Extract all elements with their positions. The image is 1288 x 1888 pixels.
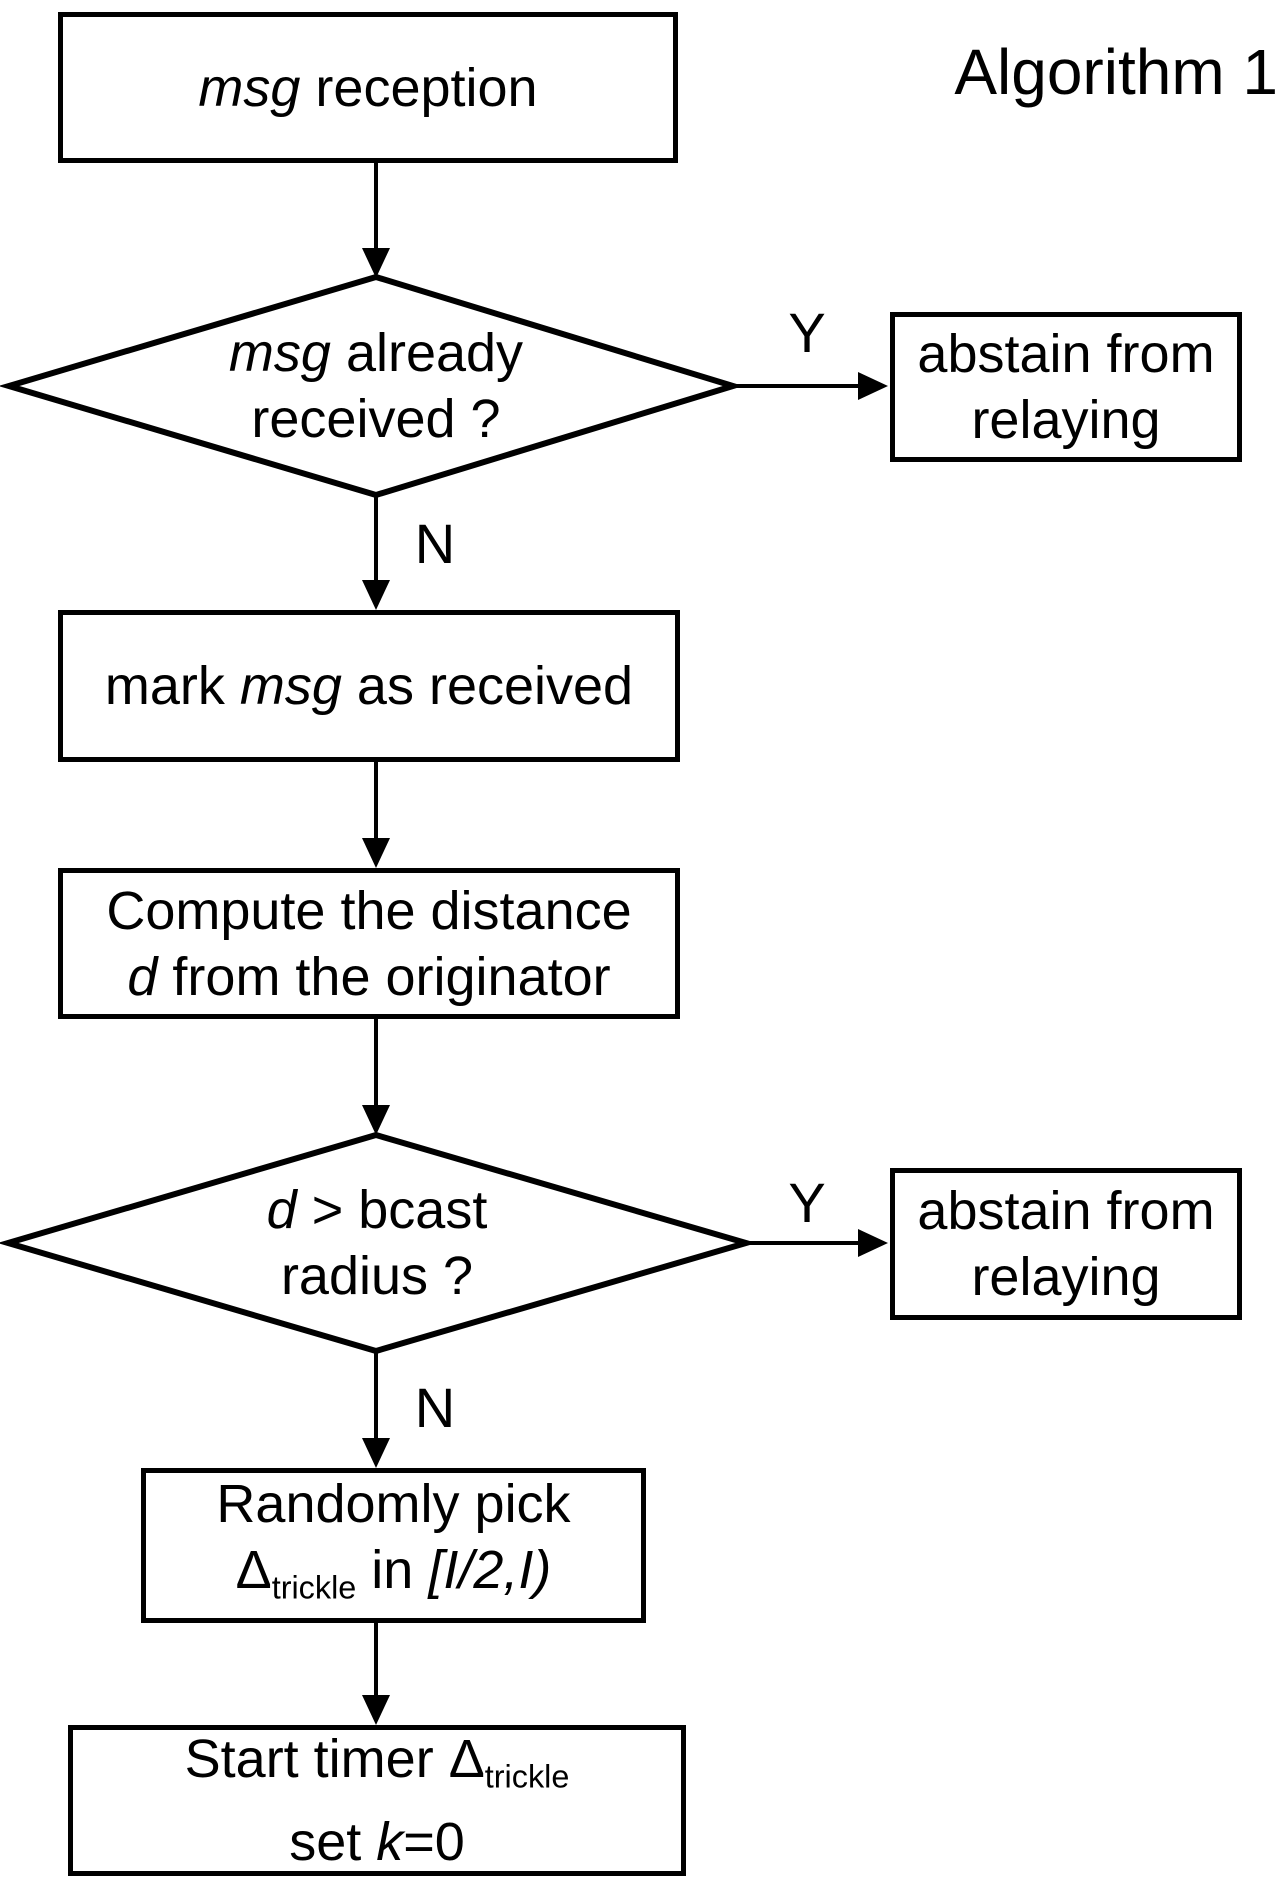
node-msg-reception-label: msg reception (198, 57, 538, 118)
arrow-radius-no (362, 1351, 390, 1468)
node-msg-reception: msg reception (58, 12, 678, 163)
decision-msg-already-received-label: msg already received ? (228, 323, 524, 449)
decision-bcast-radius-label: d > bcast radius ? (266, 1180, 488, 1306)
edge-label-already-no: N (414, 512, 456, 575)
arrow-random-to-start (362, 1623, 390, 1725)
arrow-compute-to-radius (362, 1019, 390, 1135)
edge-label-radius-yes: Y (788, 1171, 826, 1234)
edge-label-radius-no: N (414, 1376, 456, 1439)
interval-text: [I/2,I) (428, 1539, 552, 1600)
node-start-timer: Start timer Δtrickle set k=0 (68, 1725, 686, 1876)
node-mark-msg-label: mark msg as received (104, 656, 634, 716)
edge-label-already-yes: Y (788, 301, 826, 364)
delta-subscript: trickle (484, 1758, 570, 1795)
node-abstain-from-relaying-top: abstain from relaying (890, 312, 1242, 462)
arrow-radius-yes (746, 1229, 888, 1257)
arrow-already-no (362, 495, 390, 610)
delta-symbol: Δ (448, 1728, 485, 1789)
delta-subscript: trickle (271, 1569, 357, 1606)
arrow-already-yes (733, 372, 888, 400)
node-mark-msg-as-received: mark msg as received (58, 610, 680, 762)
node-randomly-pick-delta: Randomly pick Δtrickle in [I/2,I) (141, 1468, 646, 1623)
delta-symbol: Δ (235, 1539, 272, 1600)
arrow-mark-to-compute (362, 762, 390, 868)
node-abstain-from-relaying-bottom: abstain from relaying (890, 1168, 1242, 1320)
node-compute-distance: Compute the distance d from the originat… (58, 868, 680, 1019)
arrow-reception-to-already (362, 163, 390, 278)
diagram-title: Algorithm 1 (954, 36, 1278, 108)
